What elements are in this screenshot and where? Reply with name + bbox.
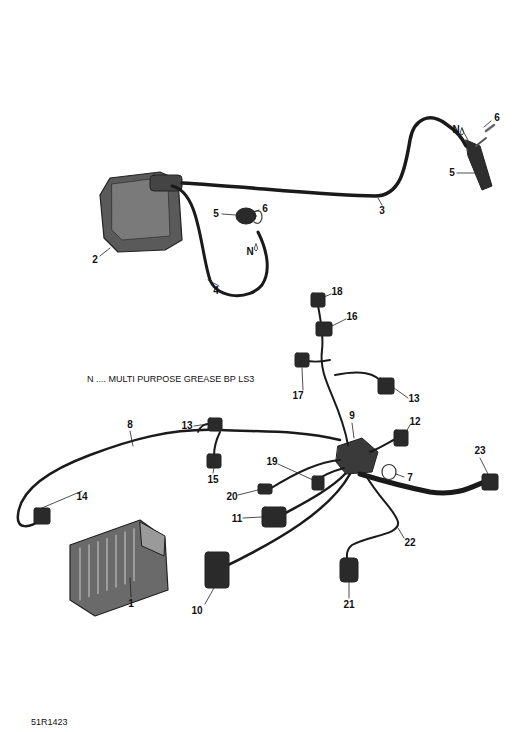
callout-number: 16	[345, 311, 358, 323]
callout-number: 22	[403, 537, 416, 549]
cooling-fin	[107, 538, 108, 590]
callout-number: 13	[407, 393, 420, 405]
callout-number: 12	[408, 416, 421, 428]
callout-number: 21	[342, 599, 355, 611]
note-text: N .... MULTI PURPOSE GREASE BP LS3	[86, 374, 255, 385]
callout-number: 6	[493, 112, 501, 124]
callout-number: 2	[91, 254, 99, 266]
note-text: 51R1423	[30, 717, 69, 728]
callout-number: 18	[330, 286, 343, 298]
callout-number: 5	[448, 167, 456, 179]
cooling-fin	[89, 545, 90, 597]
callout-number: N	[245, 246, 254, 258]
cooling-fin	[80, 548, 81, 600]
callout-number: 15	[206, 474, 219, 486]
callout-number: 19	[265, 456, 278, 468]
callout-number: 5	[212, 208, 220, 220]
callout-number: 14	[75, 491, 88, 503]
callout-number: 8	[126, 419, 134, 431]
callout-number: 7	[406, 472, 414, 484]
cooling-fin	[98, 542, 99, 594]
callout-number: N	[451, 124, 460, 136]
callout-number: 23	[473, 445, 486, 457]
callout-number: 13	[180, 420, 193, 432]
callout-number: 1	[127, 598, 135, 610]
cooling-fin	[125, 532, 126, 584]
callout-number: 11	[231, 513, 244, 525]
callout-number: 3	[378, 205, 386, 217]
cooling-fin	[134, 529, 135, 581]
callout-number: 9	[348, 410, 356, 422]
callout-number: 6	[261, 203, 269, 215]
callout-number: 17	[291, 390, 304, 402]
cooling-fin	[116, 535, 117, 587]
callout-number: 10	[190, 605, 203, 617]
callout-number: 4	[212, 285, 220, 297]
callout-number: 20	[225, 491, 238, 503]
